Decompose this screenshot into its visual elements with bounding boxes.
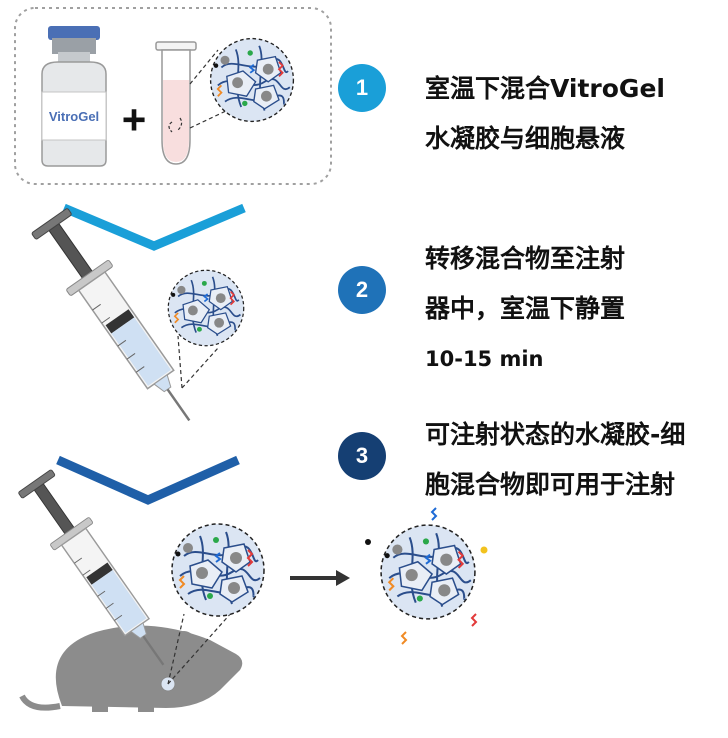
step-1-badge: 1 — [338, 64, 386, 112]
step-1-text: 室温下混合VitroGel 水凝胶与细胞悬液 — [425, 64, 665, 164]
step-3-line-1: 可注射状态的水凝胶-细 — [425, 420, 686, 449]
step1-dashed-frame — [14, 7, 332, 185]
gel-cell-bubble-released — [380, 524, 476, 620]
step-2-badge: 2 — [338, 266, 386, 314]
step-3-badge: 3 — [338, 432, 386, 480]
step-2-line-1: 转移混合物至注射 — [425, 244, 626, 273]
gel-cell-bubble-1 — [209, 37, 295, 123]
arrow-right-icon — [290, 570, 350, 586]
chevron-down-icon — [56, 455, 240, 505]
gel-cell-bubble-2 — [167, 269, 245, 347]
mouse-icon — [19, 625, 243, 712]
step1-illustration — [14, 7, 332, 185]
step-2-line-2: 器中，室温下静置 — [425, 294, 626, 323]
step3-illustration — [13, 466, 488, 712]
chevron-down-icon — [62, 203, 246, 251]
step2-illustration — [26, 204, 245, 437]
vitrogel-vial — [41, 26, 107, 167]
test-tube — [155, 41, 197, 165]
step-1-line-1: 室温下混合VitroGel — [425, 74, 665, 103]
vial-label: VitroGel — [49, 109, 99, 124]
gel-cell-bubble-3 — [171, 523, 265, 617]
step-2-line-3: 10-15 min — [425, 347, 544, 371]
step-3-text: 可注射状态的水凝胶-细 胞混合物即可用于注射 — [425, 410, 685, 510]
step-3-line-2: 胞混合物即可用于注射 — [425, 470, 676, 499]
step-1-line-2: 水凝胶与细胞悬液 — [425, 124, 626, 153]
plus-icon: + — [122, 96, 147, 143]
step-2-text: 转移混合物至注射 器中，室温下静置 10-15 min — [425, 234, 625, 384]
